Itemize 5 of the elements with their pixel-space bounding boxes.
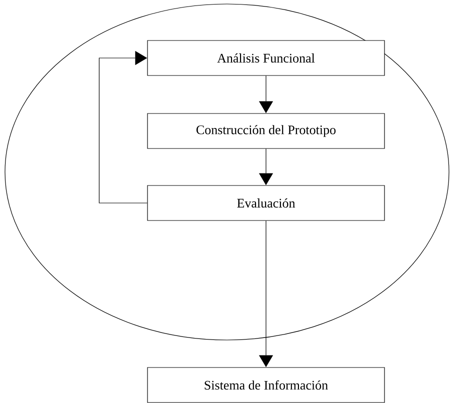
- process-box: Construcción del Prototipo: [147, 113, 385, 149]
- process-box: Análisis Funcional: [147, 40, 385, 76]
- process-box: Sistema de Información: [147, 367, 385, 403]
- arrow: [98, 50, 148, 204]
- process-box: Evaluación: [147, 185, 385, 221]
